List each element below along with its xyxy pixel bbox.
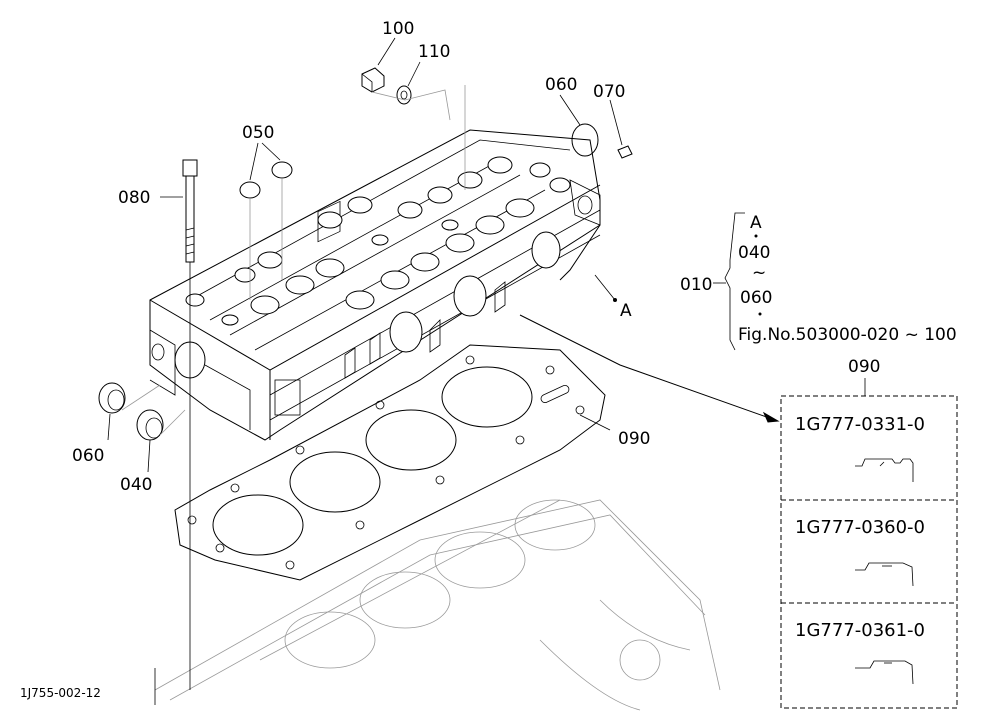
callout-point-a: A [620, 301, 632, 321]
plug-060-top [571, 123, 599, 157]
plug-060-left [98, 382, 126, 414]
engine-block-outline [154, 499, 721, 711]
callout-110: 110 [418, 42, 450, 62]
assembly-ref-line-3: ~ [752, 263, 766, 283]
gasket-variants: 090 1G777-0331-0 1G777-0360-0 1G777-0361… [780, 357, 958, 709]
callout-060-left: 060 [72, 446, 104, 466]
callout-060-top: 060 [545, 75, 577, 95]
variant-profile-1 [855, 458, 914, 482]
variant-part-no: 1G777-0360-0 [795, 517, 925, 538]
variant-part-no: 1G777-0361-0 [795, 620, 925, 641]
callout-labels: 100 110 060 070 050 080 060 040 090 A [72, 19, 650, 495]
drawing-code: 1J755-002-12 [20, 686, 101, 700]
assembly-ref-line-2: 040 [738, 243, 770, 263]
head-gasket [174, 344, 606, 581]
assembly-ref-label: 010 [680, 275, 712, 295]
washer-110 [396, 85, 412, 105]
cylinder-head-ports [185, 156, 571, 326]
assembly-ref-line-1: A [750, 213, 762, 233]
variant-profile-3 [855, 660, 914, 685]
callout-100: 100 [382, 19, 414, 39]
variant-profile-2 [855, 562, 914, 587]
sleeve-050 [239, 161, 293, 199]
screw-070 [617, 145, 633, 159]
assembly-fig-ref: Fig.No.503000-020 ~ 100 [738, 325, 957, 345]
assembly-ref-line-4: 060 [740, 288, 772, 308]
callout-080: 080 [118, 188, 150, 208]
plug-100 [361, 67, 385, 93]
cylinder-head [149, 129, 601, 441]
variants-header: 090 [848, 357, 880, 377]
variant-part-no: 1G777-0331-0 [795, 414, 925, 435]
bolt-080 [182, 159, 198, 690]
callout-070: 070 [593, 82, 625, 102]
leader-lines [107, 37, 780, 473]
callout-040: 040 [120, 475, 152, 495]
callout-050: 050 [242, 123, 274, 143]
assembly-reference: 010 A 040 ~ 060 Fig.No.503000-020 ~ 100 [680, 212, 957, 351]
plug-040 [136, 409, 164, 441]
callout-090-gasket: 090 [618, 429, 650, 449]
